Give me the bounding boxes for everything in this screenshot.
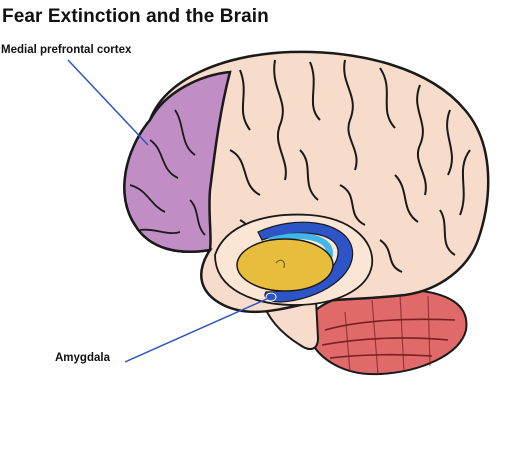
label-amygdala: Amygdala — [55, 352, 110, 364]
amygdala — [265, 292, 277, 302]
thalamus — [236, 238, 334, 292]
brain-stem — [260, 299, 320, 351]
leader-line-amygdala — [124, 297, 270, 363]
cerebellum — [309, 288, 468, 376]
leader-line-mpfc — [67, 59, 149, 146]
label-medial-prefrontal-cortex: Medial prefrontal cortex — [1, 44, 132, 56]
medial-prefrontal-cortex — [123, 70, 232, 253]
diagram-title: Fear Extinction and the Brain — [2, 6, 269, 27]
